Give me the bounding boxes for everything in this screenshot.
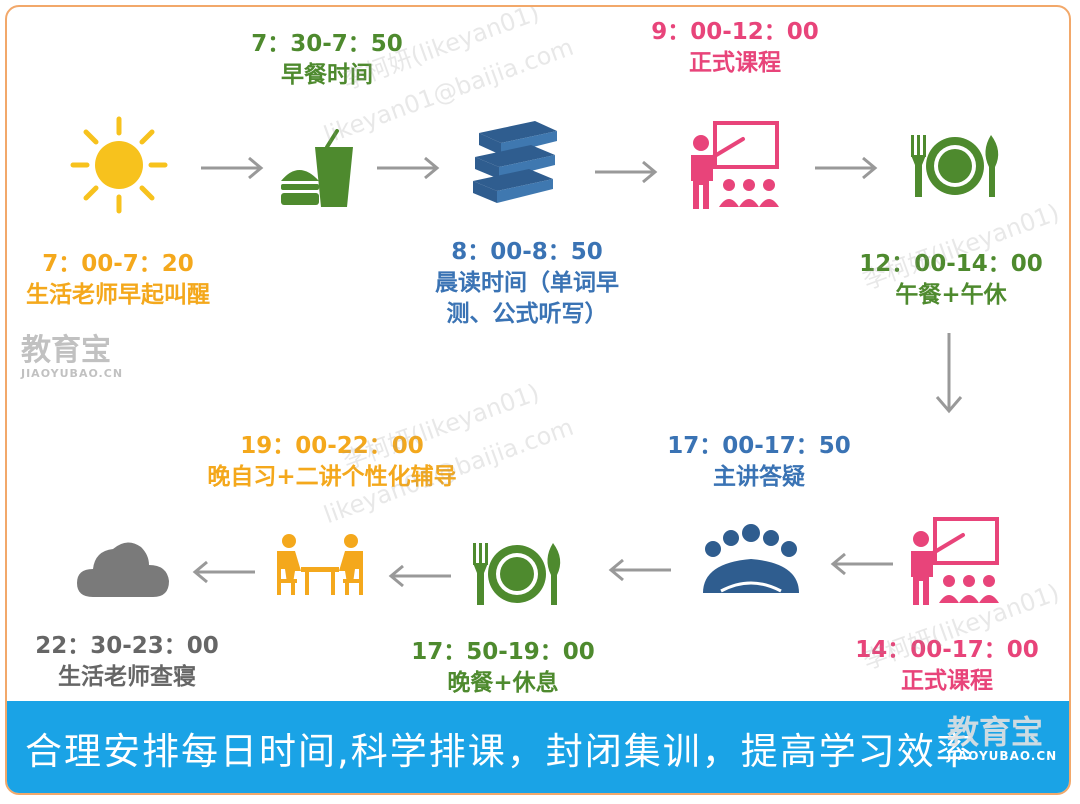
step-7-label: 17：00-17：50 主讲答疑 bbox=[659, 431, 859, 493]
meeting-group-icon bbox=[703, 524, 799, 593]
step-4-time: 9：00-12：00 bbox=[651, 19, 819, 45]
arrow-left-3 bbox=[388, 564, 451, 588]
step-7-time: 17：00-17：50 bbox=[667, 433, 851, 459]
arrow-left-4 bbox=[192, 560, 255, 584]
step-10-label: 22：30-23：00 生活老师查寝 bbox=[27, 631, 227, 693]
arrow-right-1 bbox=[201, 156, 264, 180]
slogan-banner: 合理安排每日时间,科学排课，封闭集训，提高学习效率 教育宝 JIAOYUBAO.… bbox=[7, 701, 1069, 793]
teacher-classroom-icon-2 bbox=[911, 517, 999, 605]
step-2-label: 7：30-7：50 早餐时间 bbox=[237, 29, 417, 91]
arrow-right-3 bbox=[595, 160, 658, 184]
step-5-desc: 午餐+午休 bbox=[895, 282, 1007, 308]
step-1-time: 7：00-7：20 bbox=[42, 251, 194, 277]
arrow-right-2 bbox=[377, 156, 440, 180]
cloud-icon bbox=[77, 542, 169, 597]
step-6-desc: 正式课程 bbox=[901, 668, 993, 694]
arrow-down bbox=[935, 333, 963, 414]
step-9-desc: 晚自习+二讲个性化辅导 bbox=[207, 464, 457, 490]
step-8-desc: 晚餐+休息 bbox=[447, 670, 559, 696]
books-icon bbox=[473, 121, 557, 203]
step-1-label: 7：00-7：20 生活老师早起叫醒 bbox=[13, 249, 223, 311]
step-4-desc: 正式课程 bbox=[689, 50, 781, 76]
step-4-label: 9：00-12：00 正式课程 bbox=[635, 17, 835, 79]
step-2-time: 7：30-7：50 bbox=[251, 31, 403, 57]
study-desk-icon bbox=[277, 534, 363, 595]
step-10-desc: 生活老师查寝 bbox=[58, 664, 196, 690]
brand-domain-right: JIAOYUBAO.CN bbox=[947, 749, 1058, 763]
step-6-time: 14：00-17：00 bbox=[855, 637, 1039, 663]
fast-food-icon bbox=[281, 129, 353, 207]
step-1-desc: 生活老师早起叫醒 bbox=[26, 282, 210, 308]
teacher-classroom-icon bbox=[691, 121, 779, 209]
step-3-desc2: 测、公式听写） bbox=[446, 301, 608, 327]
plate-cutlery-icon bbox=[911, 135, 999, 197]
brand-logo-left: 教育宝 JIAOYUBAO.CN bbox=[21, 333, 124, 381]
step-5-time: 12：00-14：00 bbox=[859, 251, 1043, 277]
step-9-time: 19：00-22：00 bbox=[240, 433, 424, 459]
step-6-label: 14：00-17：00 正式课程 bbox=[847, 635, 1047, 697]
plate-cutlery-icon-2 bbox=[473, 543, 561, 605]
step-3-time: 8：00-8：50 bbox=[451, 239, 603, 265]
schedule-diagram: 7：00-7：20 生活老师早起叫醒 7：30-7：50 早餐时间 8：00-8… bbox=[5, 5, 1071, 795]
brand-logo-right: 教育宝 JIAOYUBAO.CN bbox=[947, 715, 1057, 763]
step-10-time: 22：30-23：00 bbox=[35, 633, 219, 659]
arrow-left-2 bbox=[608, 558, 671, 582]
step-5-label: 12：00-14：00 午餐+午休 bbox=[851, 249, 1051, 311]
step-8-label: 17：50-19：00 晚餐+休息 bbox=[403, 637, 603, 699]
arrow-right-4 bbox=[815, 156, 878, 180]
brand-logo-text-right: 教育宝 bbox=[947, 713, 1044, 751]
step-7-desc: 主讲答疑 bbox=[713, 464, 805, 490]
arrow-left-1 bbox=[830, 552, 893, 576]
step-3-desc: 晨读时间（单词早 bbox=[435, 270, 619, 296]
brand-logo-text: 教育宝 bbox=[21, 333, 111, 368]
slogan-text: 合理安排每日时间,科学排课，封闭集训，提高学习效率 bbox=[25, 730, 975, 773]
step-3-label: 8：00-8：50 晨读时间（单词早 测、公式听写） bbox=[417, 237, 637, 330]
step-2-desc: 早餐时间 bbox=[281, 62, 373, 88]
step-8-time: 17：50-19：00 bbox=[411, 639, 595, 665]
brand-domain: JIAOYUBAO.CN bbox=[21, 367, 124, 380]
step-9-label: 19：00-22：00 晚自习+二讲个性化辅导 bbox=[187, 431, 477, 493]
sun-icon bbox=[70, 116, 168, 214]
